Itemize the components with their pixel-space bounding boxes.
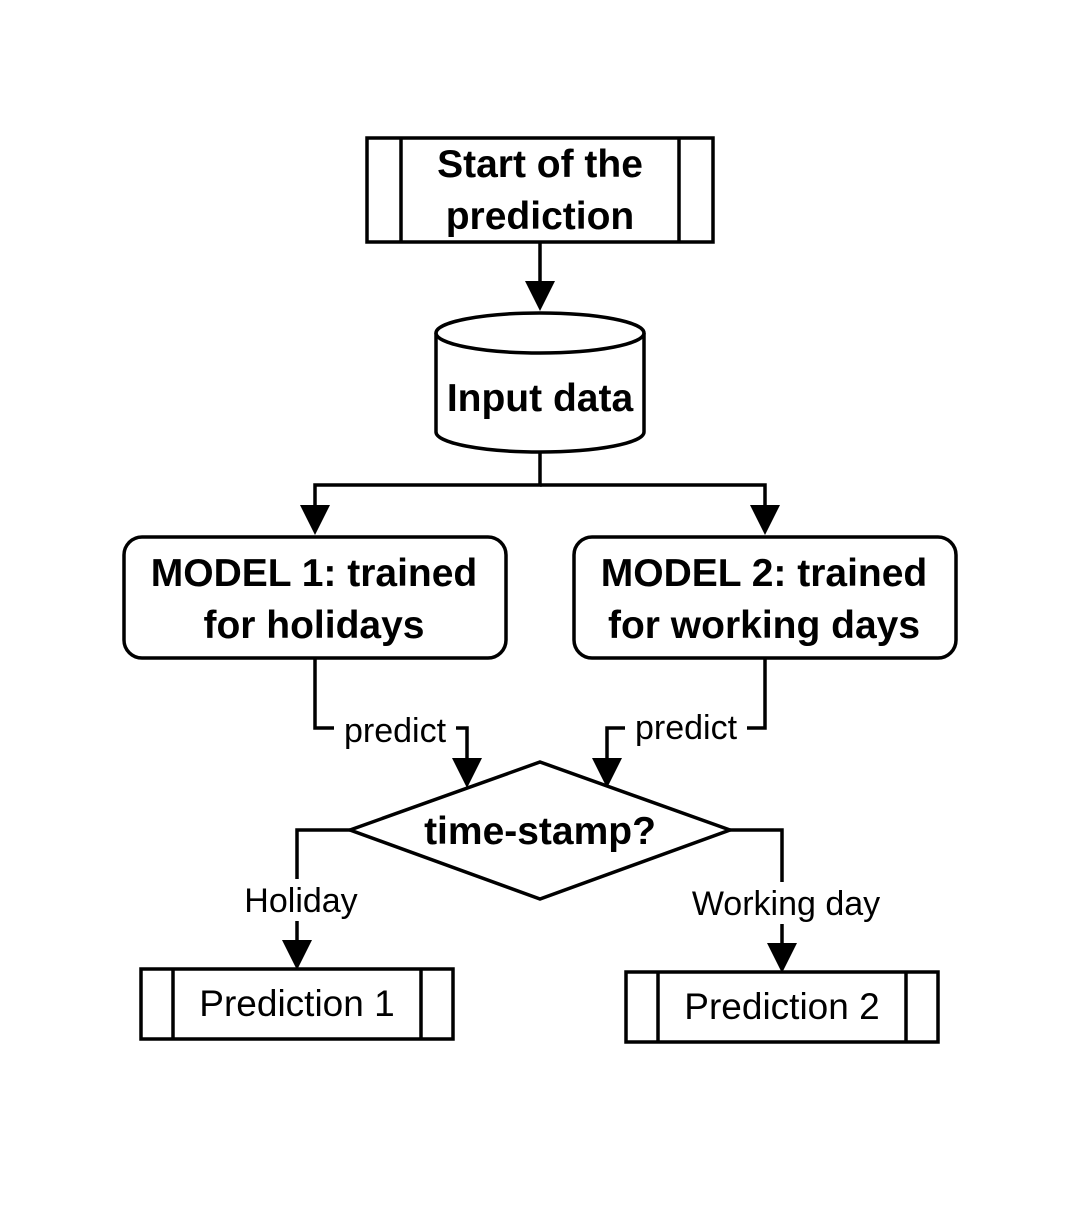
arrowhead-model2 [750,505,780,535]
input-data-label: Input data [447,377,634,420]
model2-label-line-2: for working days [608,604,920,647]
database-cylinder-top [434,311,646,355]
node-prediction2: Prediction 2 [624,970,940,1044]
node-decision: time-stamp? [344,760,736,901]
node-model1: MODEL 1: trained for holidays [122,535,508,660]
database-cylinder-body [434,333,646,454]
start-label-line-2: prediction [446,195,635,238]
model1-label-line-2: for holidays [203,604,424,647]
node-start: Start of the prediction [365,136,715,244]
arrowhead-model1 [300,505,330,535]
decision-label: time-stamp? [424,810,656,853]
arrowhead-prediction1 [282,940,312,970]
arrowhead-input [525,281,555,311]
prediction1-label: Prediction 1 [199,983,394,1024]
edge-label-holiday: Holiday [244,882,357,920]
node-model2: MODEL 2: trained for working days [572,535,958,660]
model1-label-line-1: MODEL 1: trained [151,552,478,595]
arrowhead-prediction2 [767,943,797,973]
arrowhead-decision-left [452,758,482,788]
model2-label-line-1: MODEL 2: trained [601,552,928,595]
edge-input-fork-right [540,483,767,507]
edge-label-working-day: Working day [692,885,880,923]
edge-label-model2-predict: predict [635,709,738,747]
prediction2-label: Prediction 2 [684,986,879,1027]
edge-input-fork [313,452,542,507]
start-label-line-1: Start of the [437,143,643,186]
node-prediction1: Prediction 1 [139,967,455,1041]
edge-label-model1-predict: predict [344,712,447,750]
edge-labels: predict predict Holiday Working day [236,707,892,924]
node-input-data: Input data [434,311,646,454]
arrowhead-decision-right [592,758,622,788]
